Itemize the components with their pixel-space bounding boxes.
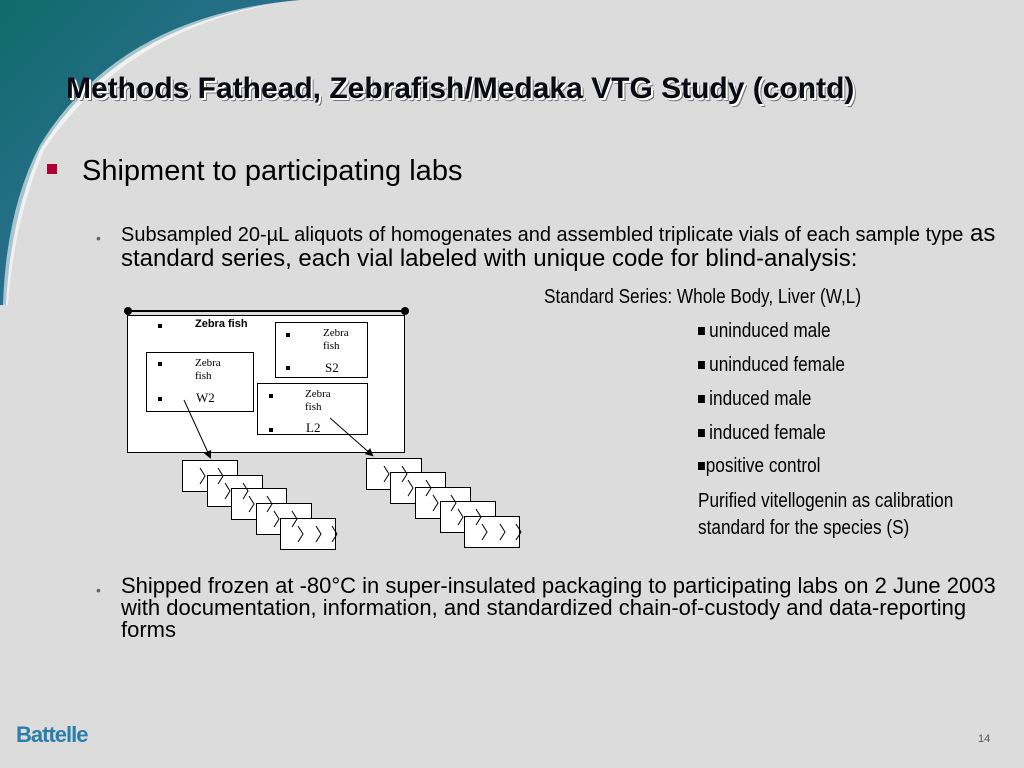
series-item-label: uninduced female xyxy=(709,354,845,376)
bullet-square xyxy=(286,333,290,337)
sample-code-s2: S2 xyxy=(325,360,339,375)
series-item: positive control xyxy=(698,455,820,478)
square-bullet xyxy=(698,429,705,437)
series-item: induced female xyxy=(698,422,826,445)
diagram-lines xyxy=(124,307,409,315)
sample-species: Zebra fish xyxy=(305,388,331,413)
vial xyxy=(464,516,520,548)
sample-code-l2: L2 xyxy=(306,420,321,435)
rack-label: Zebra fish xyxy=(195,318,248,330)
series-item: uninduced male xyxy=(698,320,831,343)
bullet-square xyxy=(269,394,273,398)
bullet-marker xyxy=(47,164,57,174)
sub-bullet-subsampled-part2: as standard series, each vial labeled wi… xyxy=(121,220,996,272)
series-item-label: uninduced male xyxy=(709,320,831,342)
sample-species: Zebra fish xyxy=(195,357,221,382)
page-number: 14 xyxy=(978,733,991,745)
purified-note: Purified vitellogenin as calibration sta… xyxy=(698,490,954,539)
sub-bullet-dot: • xyxy=(96,582,101,598)
series-item: uninduced female xyxy=(698,354,845,377)
battelle-logo: Battelle xyxy=(16,722,88,747)
bullet-square xyxy=(158,324,162,328)
vial-diagram: Zebra fish Zebra fish S2 Zebra fish W2 Z… xyxy=(120,300,540,560)
series-item-label: induced female xyxy=(709,422,826,444)
bullet-square xyxy=(269,428,273,432)
sub-bullet-dot: • xyxy=(96,230,101,246)
square-bullet xyxy=(698,395,705,403)
standard-series-title: Standard Series: Whole Body, Liver (W,L) xyxy=(544,286,862,308)
vial-dividers xyxy=(183,399,522,543)
square-bullet xyxy=(698,327,705,335)
bullet-square xyxy=(286,366,290,370)
series-item: induced male xyxy=(698,388,811,411)
sample-box-s2 xyxy=(275,322,368,378)
series-item-label: positive control xyxy=(705,455,821,477)
decorative-swoosh xyxy=(0,0,300,305)
series-item-label: induced male xyxy=(709,388,812,410)
bullet-square xyxy=(158,397,162,401)
sub-bullet-subsampled-part1: Subsampled 20-µL aliquots of homogenates… xyxy=(121,224,964,246)
sub-bullet-subsampled: Subsampled 20-µL aliquots of homogenates… xyxy=(121,220,1001,272)
square-bullet xyxy=(698,462,705,470)
sample-box-l2 xyxy=(257,383,368,435)
square-bullet xyxy=(698,361,705,369)
sub-bullet-shipped: Shipped frozen at -80°C in super-insulat… xyxy=(121,573,996,642)
sample-species: Zebra fish xyxy=(323,327,349,352)
sample-box-w2 xyxy=(146,352,254,412)
bullet-shipment: Shipment to participating labs xyxy=(82,155,463,187)
slide-title: Methods Fathead, Zebrafish/Medaka VTG St… xyxy=(66,72,855,105)
vial xyxy=(280,518,336,550)
bullet-square xyxy=(158,362,162,366)
sample-code-w2: W2 xyxy=(196,390,215,405)
